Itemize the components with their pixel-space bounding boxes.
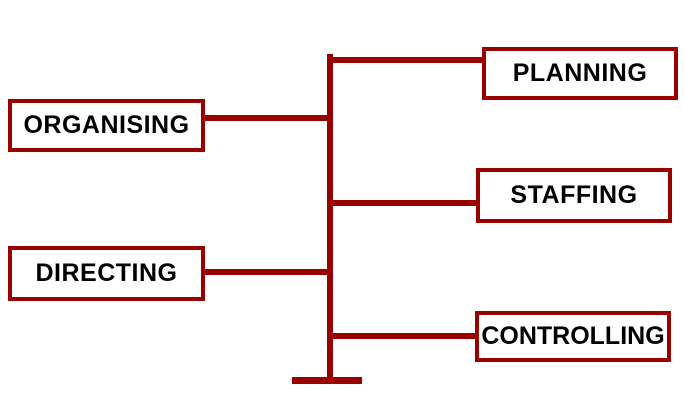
node-organising-label: ORGANISING <box>23 111 190 139</box>
trunk-line <box>327 54 333 377</box>
connector-planning <box>333 57 482 63</box>
node-controlling-label: CONTROLLING <box>481 322 665 350</box>
trunk-foot-bar <box>292 377 362 384</box>
node-staffing-label: STAFFING <box>510 181 638 209</box>
connector-organising <box>205 115 327 121</box>
connector-controlling <box>333 333 475 339</box>
node-staffing: STAFFING <box>476 168 672 223</box>
node-planning: PLANNING <box>482 47 678 100</box>
node-directing-label: DIRECTING <box>35 259 178 287</box>
node-organising: ORGANISING <box>8 99 205 152</box>
connector-staffing <box>333 200 476 206</box>
node-planning-label: PLANNING <box>512 59 648 87</box>
node-directing: DIRECTING <box>8 246 205 301</box>
connector-directing <box>205 269 327 275</box>
node-controlling: CONTROLLING <box>475 311 671 362</box>
